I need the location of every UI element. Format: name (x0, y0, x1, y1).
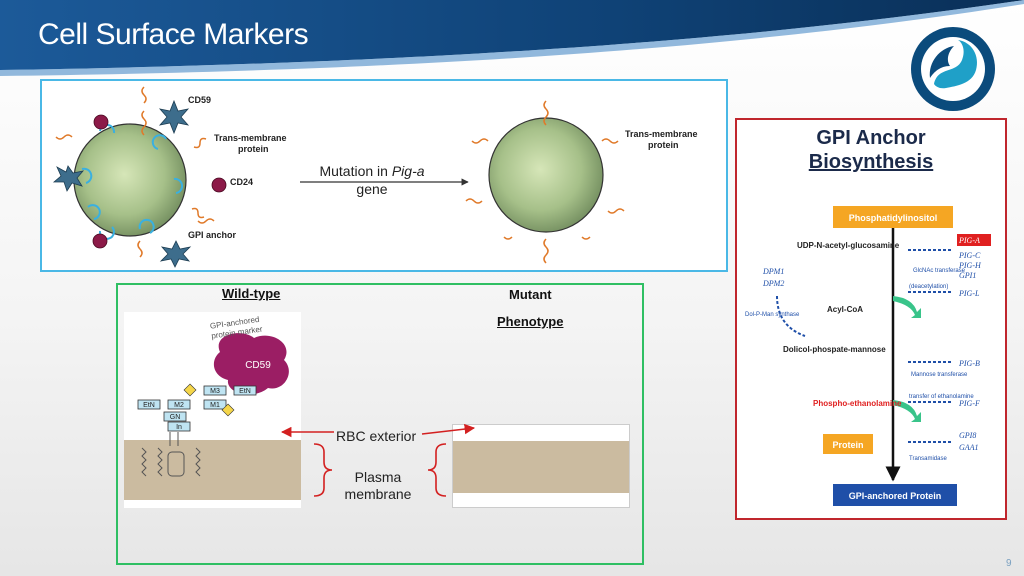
enzyme-pig-f: PIG-F (958, 399, 980, 408)
side-dpm2: DPM2 (762, 279, 784, 288)
gpi-pathway-diagram: Phosphatidylinositol Protein GPI-anchore… (745, 206, 991, 506)
plasma-membrane-label-2: membrane (344, 486, 412, 502)
sugar-label-m2: M2 (174, 402, 184, 409)
mutant-membrane-figure (452, 424, 630, 508)
step-phosphoethanolamine: Phospho-ethanolamine (813, 399, 902, 408)
note-mannose-transferase: Mannose transferase (911, 372, 968, 378)
side-dolpman: Dol-P-Man synthase (745, 312, 800, 318)
step-udp: UDP-N-acetyl-glucosamine (797, 241, 900, 250)
header-banner (0, 0, 1024, 76)
step-acyl-coa: Acyl-CoA (827, 305, 863, 314)
sugar-label-m1: M1 (210, 402, 220, 409)
rbc-exterior-label: RBC exterior (336, 428, 417, 444)
transmembrane-label-right-1: Trans-membrane (625, 129, 698, 139)
phenotype-label: Phenotype (497, 314, 564, 329)
cell-diagram (52, 86, 625, 268)
cd59-blob-label: CD59 (245, 360, 271, 371)
enzyme-pig-l: PIG-L (958, 289, 980, 298)
gpi-anchor-label: GPI anchor (188, 230, 237, 240)
transmembrane-label-left-1: Trans-membrane (214, 133, 287, 143)
side-dpm1: DPM1 (762, 267, 784, 276)
plasma-membrane-label-1: Plasma (354, 469, 402, 485)
step-protein: Protein (832, 440, 863, 450)
enzyme-gaa1: GAA1 (959, 443, 979, 452)
transmembrane-label-left-2: protein (238, 144, 269, 154)
sugar-label-in: In (176, 424, 182, 431)
mutant-label: Mutant (509, 287, 552, 302)
gpi-title-line2: Biosynthesis (808, 151, 934, 173)
enzyme-gpi1: GPI1 (959, 271, 976, 280)
membrane-annotations (280, 423, 476, 497)
step-phosphatidylinositol: Phosphatidylinositol (849, 213, 938, 223)
page-title: Cell Surface Markers (38, 18, 309, 51)
note-glcnac: GlcNAc transferase (913, 268, 966, 274)
page-number: 9 (1006, 558, 1012, 569)
cd24-protein-icon (92, 114, 227, 249)
sugar-label-m3: M3 (210, 388, 220, 395)
cd59-protein-icon (52, 99, 192, 268)
gpi-biosynthesis-panel: GPI Anchor Biosynthesis Phosphatidylinos… (735, 118, 1007, 520)
mutation-caption-gene: gene (356, 181, 388, 197)
enzyme-pig-c: PIG-C (958, 251, 981, 260)
top-diagram-panel: CD59 Trans-membrane protein CD24 GPI anc… (40, 79, 728, 272)
logo-icon (911, 27, 995, 111)
enzyme-pig-b: PIG-B (958, 359, 980, 368)
enzyme-gpi8: GPI8 (959, 431, 976, 440)
note-ethanolamine: transfer of ethanolamine (909, 394, 974, 400)
note-transamidase: Transamidase (909, 456, 947, 462)
cd24-label: CD24 (230, 177, 254, 187)
cd59-blob-icon (213, 333, 289, 395)
step-dolicol: Dolicol-phospate-mannose (783, 345, 886, 354)
step-gpi-anchored-protein: GPI-anchored Protein (849, 491, 942, 501)
enzyme-pig-a: PIG-A (958, 236, 980, 245)
gpi-title-line1: GPI Anchor (816, 127, 926, 149)
transmembrane-protein-icon (55, 86, 215, 258)
mutation-caption: Mutation in Pig-a (319, 163, 425, 179)
sugar-label-etn2: EtN (239, 388, 251, 395)
cd59-label: CD59 (188, 95, 212, 105)
sugar-label-etn: EtN (143, 402, 155, 409)
sugar-label-gn: GN (170, 414, 181, 421)
enzyme-pig-h: PIG-H (958, 261, 982, 270)
note-deacetylation: (deacetylation) (909, 284, 948, 290)
mutant-cell (488, 117, 604, 233)
transmembrane-label-right-2: protein (648, 140, 679, 150)
wildtype-label: Wild-type (222, 286, 281, 301)
membrane-comparison-panel (116, 283, 644, 565)
wildtype-membrane-figure: EtN M1 M2 M3 EtN GN In GPI-anchored prot… (124, 312, 301, 508)
